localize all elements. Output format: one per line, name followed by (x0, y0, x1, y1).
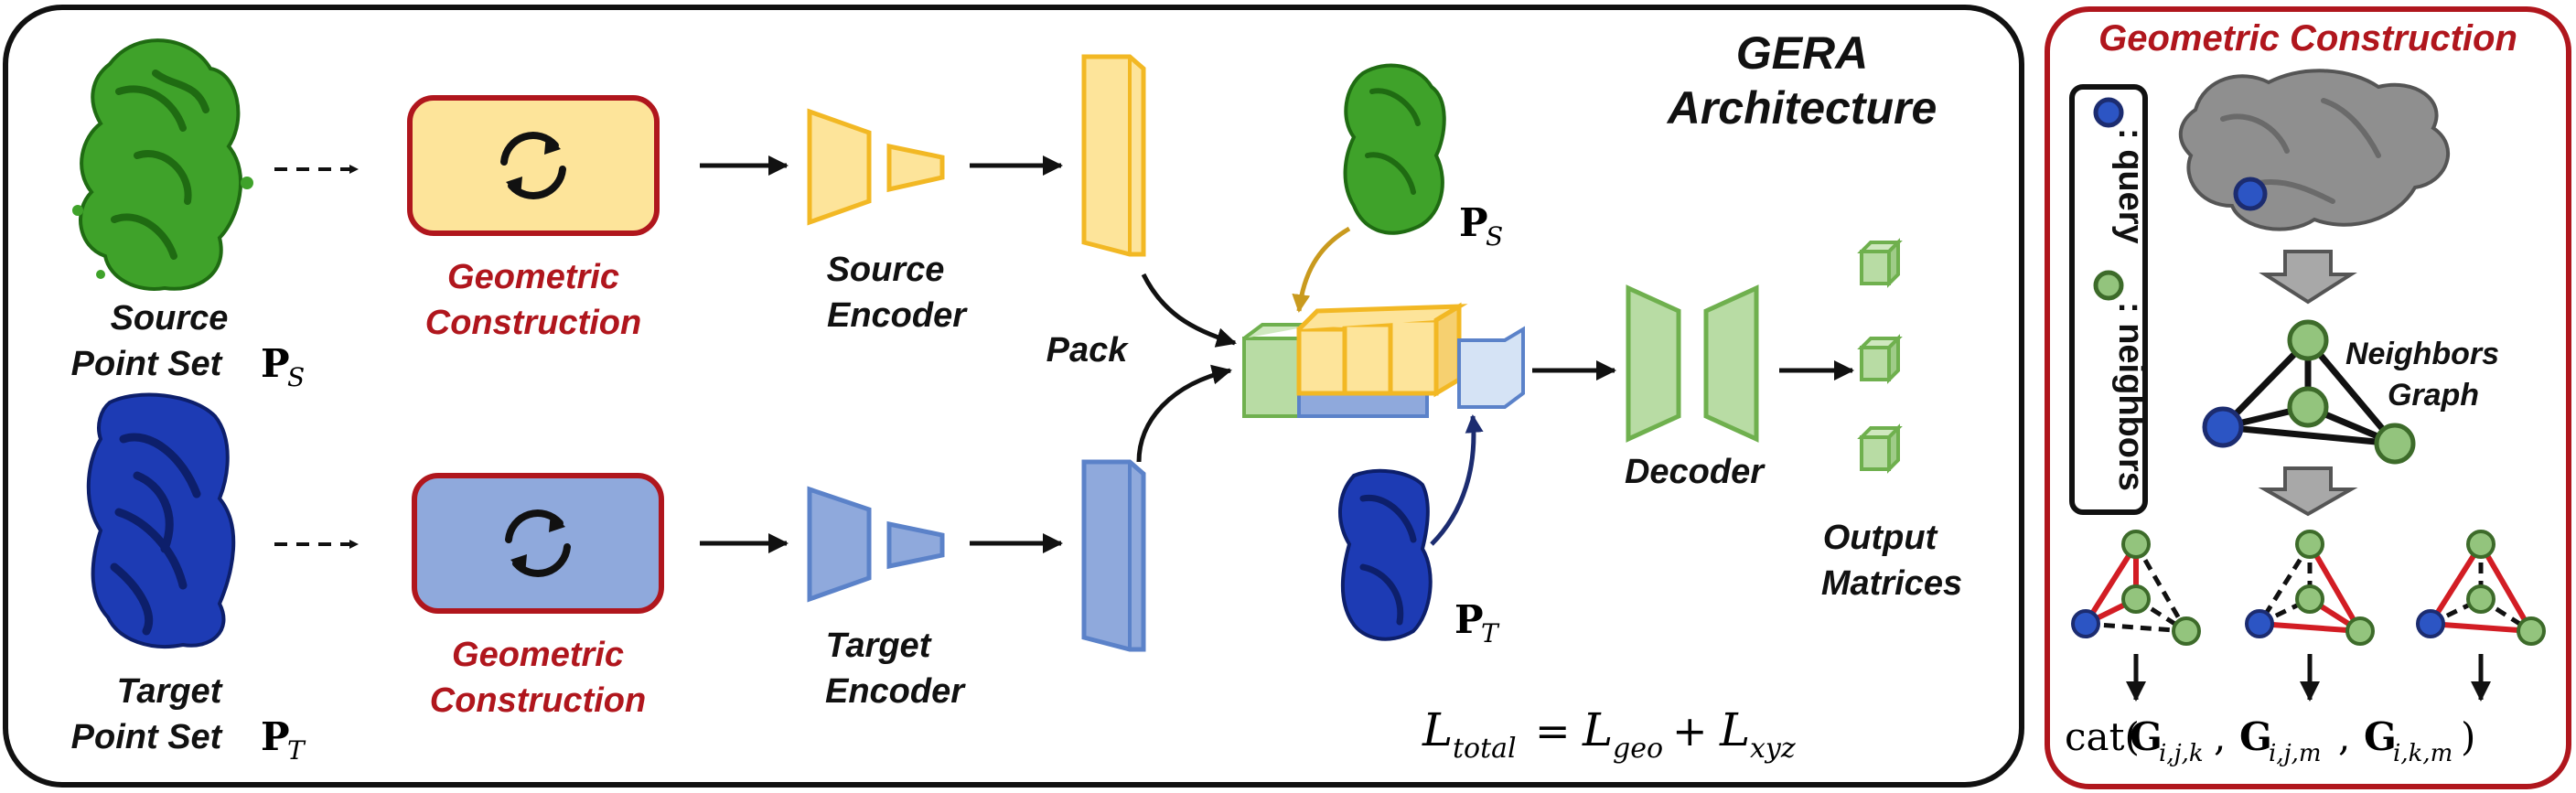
source-encoder-block (807, 108, 945, 226)
svg-text:T: T (287, 735, 306, 766)
target-label-line1: Target (117, 672, 223, 711)
side-panel-frame (2045, 6, 2571, 789)
target-label-line2: Point Set (71, 718, 223, 756)
svg-text:): ) (2461, 714, 2475, 759)
output-matrices (1857, 238, 1903, 474)
svg-text:L: L (1719, 703, 1750, 756)
svg-text:total: total (1453, 733, 1517, 765)
graph-label-line2: Graph (2388, 378, 2479, 413)
target-pointset-symbol: P T (261, 714, 306, 766)
loss-equation: L total = L geo + L xyz (1422, 703, 1796, 765)
refresh-icon (505, 509, 571, 577)
svg-text:i,j,m: i,j,m (2269, 740, 2322, 767)
neighbor-node-icon (2374, 423, 2416, 465)
legend-box: : query : neighbors (2069, 84, 2150, 515)
svg-text:G: G (2239, 714, 2272, 759)
legend-neighbors-label: : neighbors (2111, 302, 2150, 491)
svg-text:L: L (1582, 703, 1613, 756)
concat-formula: cat( G i,j,k , G i,j,m , G i,k,m ) (2065, 714, 2475, 767)
panel-title-line2: Architecture (1666, 82, 1937, 134)
main-panel-frame (3, 5, 2024, 788)
svg-text:G: G (2364, 714, 2397, 759)
query-node-icon (2202, 406, 2244, 448)
geo-top-label-line2: Construction (425, 304, 641, 342)
query-node-icon (2233, 177, 2268, 211)
decoder-label: Decoder (1625, 453, 1766, 491)
pt-symbol-small: P T (1454, 597, 1500, 648)
svg-text:+: + (1672, 706, 1708, 755)
geometric-construction-box-bottom (412, 473, 664, 614)
svg-text:P: P (1459, 200, 1488, 245)
down-arrow-gray (2259, 250, 2357, 305)
svg-text:geo: geo (1613, 733, 1663, 765)
triangle-subgraph-1 (2071, 530, 2201, 646)
target-cloud-small (1338, 468, 1433, 641)
down-arrow-gray (2258, 466, 2358, 517)
source-encoder-label-line2: Encoder (827, 296, 968, 335)
geo-bottom-label-line1: Geometric (452, 636, 624, 674)
svg-text:xyz: xyz (1750, 733, 1796, 765)
svg-text:P: P (261, 714, 290, 759)
output-label-line1: Output (1823, 519, 1938, 557)
refresh-icon (500, 132, 566, 199)
svg-text:L: L (1422, 703, 1453, 756)
svg-text:P: P (1454, 597, 1484, 642)
decoder-block (1626, 284, 1759, 443)
triangle-subgraph-3 (2416, 530, 2546, 646)
neighbor-node-icon (2287, 319, 2329, 361)
source-point-cloud (72, 38, 253, 291)
source-label-line2: Point Set (71, 345, 223, 383)
svg-text:cat(: cat( (2065, 714, 2140, 759)
geo-bottom-label-line2: Construction (430, 681, 646, 720)
output-label-line2: Matrices (1821, 564, 1962, 603)
panel-title-line1: GERA (1736, 27, 1868, 79)
graph-label-line1: Neighbors (2345, 337, 2499, 371)
target-encoder-label-line1: Target (826, 627, 932, 665)
source-cloud-small (1343, 63, 1446, 235)
svg-text:,: , (2338, 714, 2350, 759)
neighbors-graph (2202, 319, 2416, 465)
arrow-source-to-pack (1141, 273, 1237, 348)
output-cube (1857, 238, 1903, 288)
packed-feature-tensor (1242, 302, 1525, 418)
svg-text:G: G (2130, 714, 2163, 759)
svg-text:,: , (2214, 714, 2226, 759)
svg-text:=: = (1535, 706, 1571, 755)
arrow-target-small-to-pack (1430, 414, 1484, 546)
geo-top-label-line1: Geometric (447, 258, 619, 296)
target-point-cloud (86, 392, 236, 648)
source-pointset-symbol: P S (261, 341, 305, 392)
neighbor-node-icon (2093, 270, 2124, 301)
target-encoder-label-line2: Encoder (825, 672, 966, 711)
svg-text:P: P (261, 341, 290, 386)
output-cube (1857, 423, 1903, 474)
pack-label: Pack (1046, 331, 1130, 370)
svg-text:T: T (1481, 618, 1500, 648)
output-cube (1857, 334, 1903, 384)
target-feature-bar (1081, 459, 1146, 652)
query-node-icon (2093, 97, 2124, 128)
arrow-target-to-pack (1136, 364, 1232, 463)
source-label-line1: Source (111, 299, 229, 338)
target-encoder-block (807, 486, 945, 603)
svg-text:i,k,m: i,k,m (2393, 740, 2453, 767)
side-panel-title: Geometric Construction (2098, 18, 2517, 59)
arrow-source-small-to-pack (1292, 226, 1351, 313)
protein-surface (2178, 69, 2451, 231)
svg-text:S: S (287, 362, 305, 392)
triangle-subgraph-2 (2245, 530, 2375, 646)
source-encoder-label-line1: Source (827, 251, 945, 289)
legend-query-label: : query (2111, 128, 2150, 244)
geometric-construction-box-top (407, 95, 660, 236)
neighbor-node-icon (2287, 386, 2329, 428)
svg-text:i,j,k: i,j,k (2159, 740, 2204, 767)
source-feature-bar (1081, 54, 1146, 257)
svg-text:S: S (1486, 221, 1503, 252)
ps-symbol-small: P S (1459, 200, 1503, 252)
